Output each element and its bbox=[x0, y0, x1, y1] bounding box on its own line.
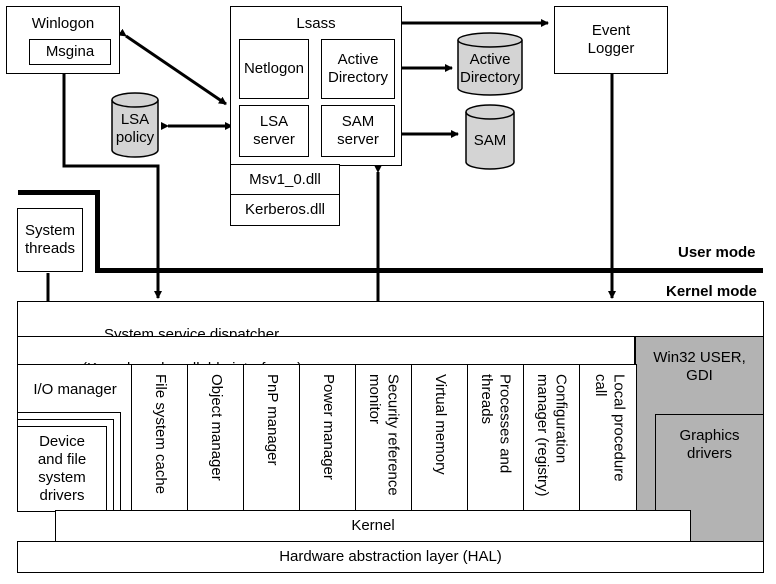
mode-divider-lower bbox=[95, 268, 763, 273]
pnp-manager-label: PnP manager bbox=[263, 374, 281, 466]
security-reference-monitor-label: Security reference monitor bbox=[365, 374, 402, 496]
object-manager-col bbox=[187, 364, 245, 512]
sam-server-box: SAM server bbox=[321, 105, 395, 157]
device-drivers-box: Device and file system drivers bbox=[17, 426, 107, 512]
kerberos-dll-box: Kerberos.dll bbox=[230, 194, 340, 226]
kernel-box: Kernel bbox=[55, 510, 691, 542]
io-manager-label: I/O manager bbox=[33, 381, 117, 398]
sam-database-shape bbox=[465, 104, 515, 170]
fs-cache-label: File system cache bbox=[151, 374, 169, 495]
system-service-dispatcher: System service dispatcher bbox=[17, 301, 764, 343]
lsass-label: Lsass bbox=[296, 15, 336, 32]
active-directory-db-label: Active Directory bbox=[459, 51, 520, 86]
graphics-drivers-label: Graphics drivers bbox=[679, 427, 740, 462]
active-directory-module-box: Active Directory bbox=[321, 39, 395, 99]
sam-db-label: SAM bbox=[473, 132, 507, 149]
winlogon-dispatcher-arrow bbox=[62, 74, 162, 299]
kernel-mode-label: Kernel mode bbox=[666, 283, 757, 300]
winlogon-box: Winlogon Msgina bbox=[6, 6, 120, 74]
lsass-box: Lsass Netlogon Active Directory LSA serv… bbox=[230, 6, 402, 166]
lpc-label: Local procedure call bbox=[591, 374, 628, 482]
user-mode-label: User mode bbox=[678, 244, 756, 261]
active-directory-database-shape bbox=[457, 32, 523, 96]
object-manager-label: Object manager bbox=[207, 374, 225, 481]
system-threads-box: System threads bbox=[17, 208, 83, 272]
lsa-policy-label: LSA policy bbox=[115, 111, 155, 146]
processes-threads-label: Processes and threads bbox=[477, 374, 514, 474]
msv1-0-dll-box: Msv1_0.dll bbox=[230, 164, 340, 196]
win32-label: Win32 USER, GDI bbox=[653, 349, 746, 384]
config-manager-label: Configuration manager (registry) bbox=[533, 374, 570, 497]
hal-box: Hardware abstraction layer (HAL) bbox=[17, 541, 764, 573]
power-manager-label: Power manager bbox=[319, 374, 337, 480]
msgina-box: Msgina bbox=[29, 39, 111, 65]
mode-divider-vertical bbox=[95, 190, 100, 273]
virtual-memory-label: Virtual memory bbox=[431, 374, 449, 475]
winlogon-lsass-arrow bbox=[117, 28, 227, 106]
kernel-callable-interfaces: (Kernel-mode callable interfaces) bbox=[17, 336, 635, 377]
event-logger-box: Event Logger bbox=[554, 6, 668, 74]
netlogon-box: Netlogon bbox=[239, 39, 309, 99]
config-manager-col bbox=[523, 364, 581, 512]
mode-divider-upper bbox=[18, 190, 100, 195]
lsa-server-box: LSA server bbox=[239, 105, 309, 157]
winlogon-label: Winlogon bbox=[31, 15, 95, 32]
